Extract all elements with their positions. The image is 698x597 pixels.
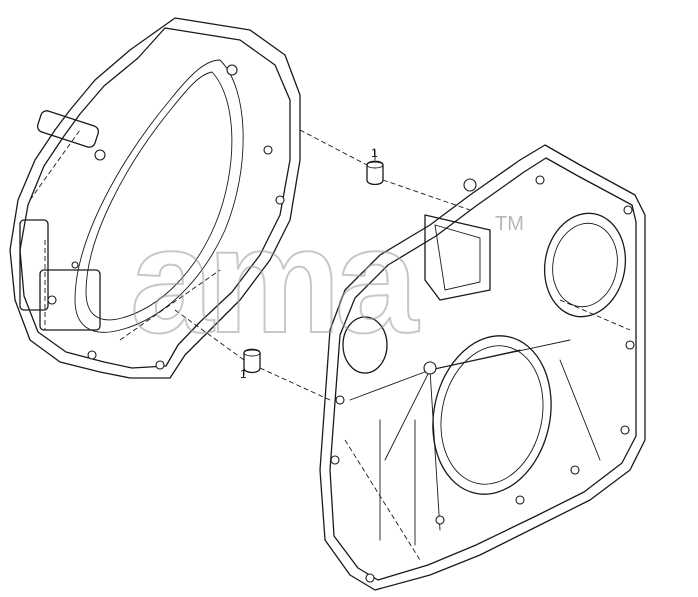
- callout-lower-dowel: 1: [240, 367, 247, 381]
- watermark-logo: ama: [130, 196, 420, 364]
- watermark-trademark: TM: [495, 213, 524, 235]
- assembly-leader-lines: [174, 129, 471, 401]
- dowel-pin-upper: [366, 160, 384, 186]
- flywheel-housing: [9, 17, 301, 379]
- timing-gear-housing: [319, 144, 646, 591]
- callout-upper-dowel: 1: [371, 146, 378, 160]
